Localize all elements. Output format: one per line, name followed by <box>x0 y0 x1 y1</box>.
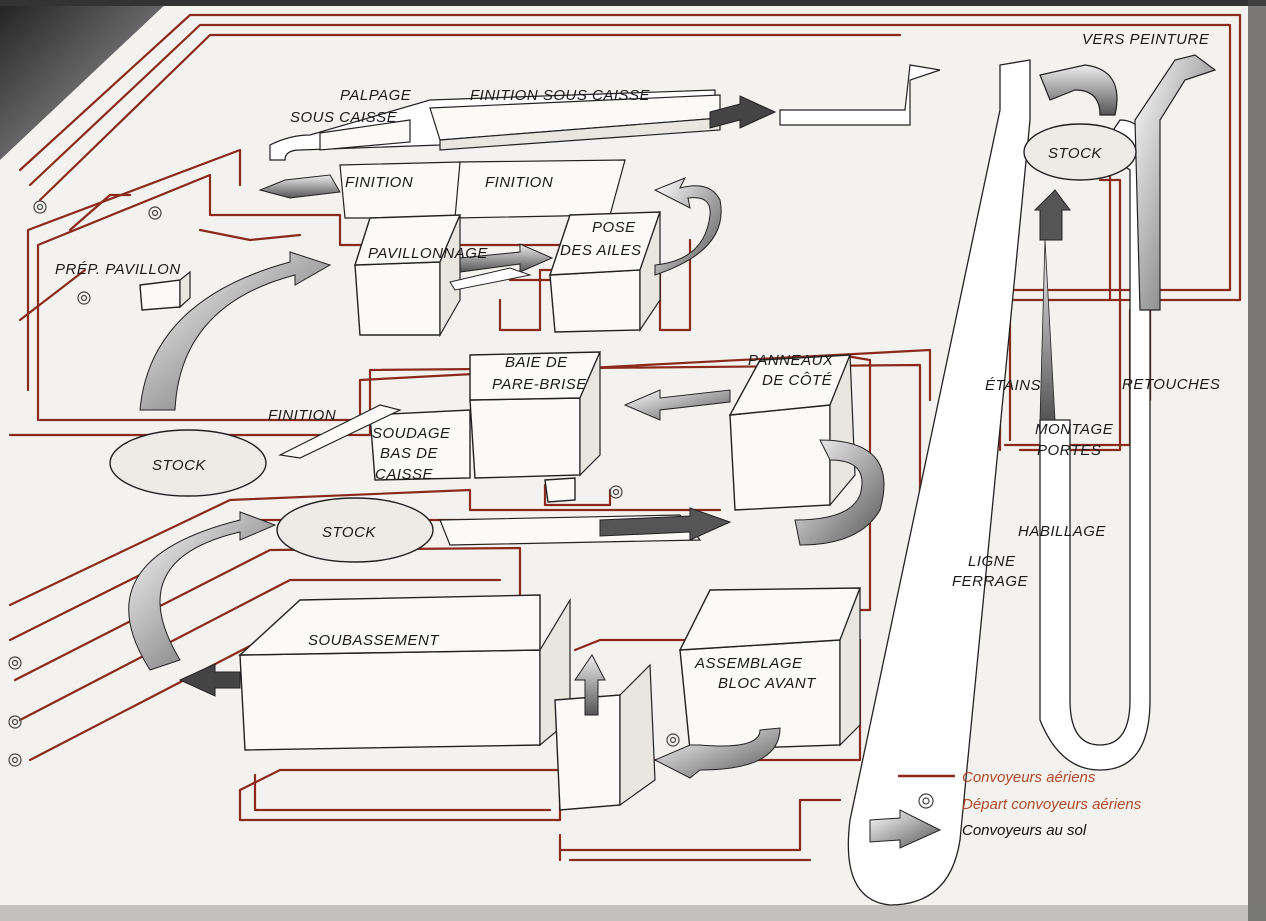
label-retouches: RETOUCHES <box>1122 376 1220 393</box>
station-labels: VERS PEINTURE STOCK PALPAGE SOUS CAISSE … <box>55 31 1220 692</box>
right-edge <box>1248 0 1266 921</box>
top-edge <box>0 0 1266 6</box>
label-stock-mid: STOCK <box>322 524 376 541</box>
bottom-edge <box>0 905 1266 921</box>
label-stock-left: STOCK <box>152 457 206 474</box>
overhead-start-markers <box>8 200 680 767</box>
label-habillage: HABILLAGE <box>1018 523 1106 540</box>
label-soudage: SOUDAGE <box>372 425 451 442</box>
label-ligne: LIGNE <box>968 553 1016 570</box>
label-finition-3: FINITION <box>268 407 336 424</box>
label-palpage: PALPAGE <box>340 87 412 104</box>
legend-overhead-label: Convoyeurs aériens <box>962 769 1096 786</box>
label-etains: ÉTAINS <box>985 377 1041 394</box>
label-pavillonnage: PAVILLONNAGE <box>368 245 488 262</box>
legend-start-marker-icon <box>918 793 934 809</box>
label-de-cote: DE CÔTÉ <box>762 372 833 389</box>
flow-arrows <box>128 95 942 849</box>
label-caisse: CAISSE <box>375 466 434 483</box>
label-baie-de: BAIE DE <box>505 354 568 371</box>
legend: Convoyeurs aériens Départ convoyeurs aér… <box>898 769 1142 839</box>
label-finition-2: FINITION <box>485 174 553 191</box>
label-bas-de: BAS DE <box>380 445 439 462</box>
legend-floor-label: Convoyeurs au sol <box>962 822 1087 839</box>
stock-mid-ellipse <box>276 497 434 563</box>
label-finition-1: FINITION <box>345 174 413 191</box>
label-finition-sous-caisse: FINITION SOUS CAISSE <box>470 87 651 104</box>
label-ferrage: FERRAGE <box>952 573 1029 590</box>
stations <box>139 94 862 811</box>
stock-left-ellipse <box>109 429 267 497</box>
label-assemblage: ASSEMBLAGE <box>694 655 803 672</box>
corner-shading <box>0 0 170 160</box>
legend-overhead-start-label: Départ convoyeurs aériens <box>962 796 1142 813</box>
label-soubassement: SOUBASSEMENT <box>308 632 440 649</box>
stock-top-ellipse <box>1023 123 1137 181</box>
label-montage: MONTAGE <box>1035 421 1114 438</box>
label-bloc-avant: BLOC AVANT <box>718 675 817 692</box>
label-vers-peinture: VERS PEINTURE <box>1082 31 1210 48</box>
stock-areas <box>109 123 1137 563</box>
label-panneaux: PANNEAUX <box>748 352 834 369</box>
label-pare-brise: PARE-BRISE <box>492 376 587 393</box>
label-stock-top: STOCK <box>1048 145 1102 162</box>
label-portes: PORTES <box>1037 442 1101 459</box>
label-sous-caisse: SOUS CAISSE <box>290 109 398 126</box>
label-pose: POSE <box>592 219 636 236</box>
label-des-ailes: DES AILES <box>560 242 641 259</box>
label-prep-pavillon: PRÉP. PAVILLON <box>55 261 181 278</box>
